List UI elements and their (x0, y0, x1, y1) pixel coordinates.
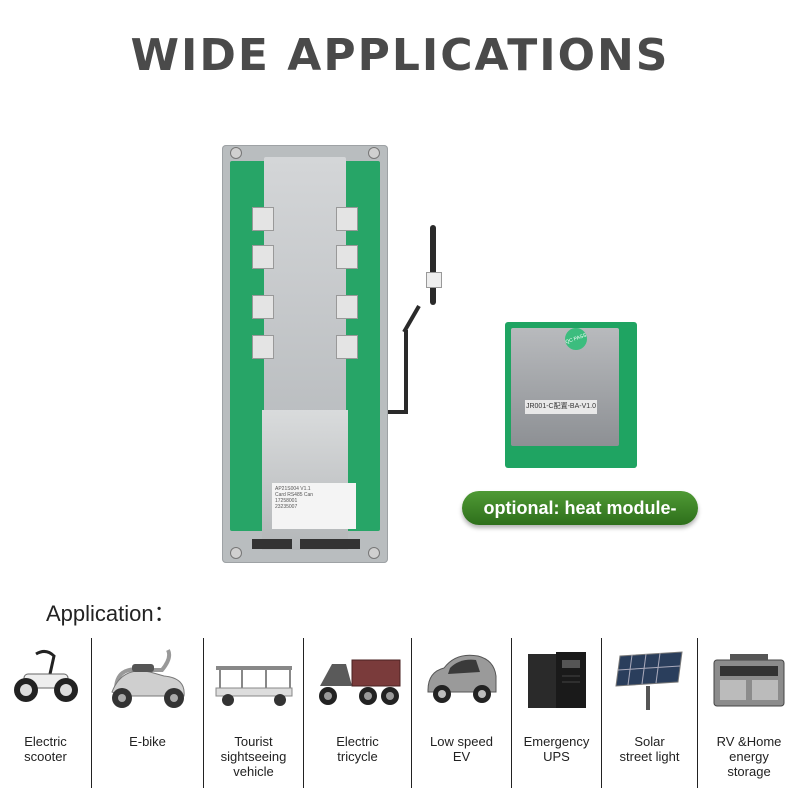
application-item: Solar street light (602, 638, 698, 788)
mosfet-pad (336, 295, 358, 319)
board-label-line: 23235007 (275, 504, 298, 510)
page-title: WIDE APPLICATIONS (130, 30, 670, 81)
optional-heat-module-label: optional: heat module- (462, 491, 698, 525)
mosfet-pad (252, 335, 274, 359)
sightseeing-vehicle-icon (215, 666, 292, 706)
application-label: Low speed EV (430, 734, 493, 764)
application-item: Electric tricycle (304, 638, 412, 788)
application-label: RV &Home energy storage (716, 734, 782, 779)
connector (252, 539, 292, 549)
mosfet-pad (252, 295, 274, 319)
mosfet-pad (252, 245, 274, 269)
application-item: Electric scooter (0, 638, 92, 788)
application-item: E-bike (92, 638, 204, 788)
board-label-line: AP21S004 V1.1 (275, 486, 311, 492)
e-bike-icon (110, 649, 185, 708)
application-label: Tourist sightseeing vehicle (220, 734, 287, 779)
heat-module-plate (511, 328, 619, 446)
screw-icon (230, 147, 242, 159)
cable (430, 225, 436, 305)
electric-tricycle-icon (318, 659, 400, 705)
application-label: Solar street light (619, 734, 680, 764)
cable (388, 410, 406, 414)
application-heading: Application： (46, 601, 176, 626)
connector (300, 539, 360, 549)
screw-icon (230, 547, 242, 559)
application-item: Low speed EV (412, 638, 512, 788)
mosfet-pad (336, 207, 358, 231)
application-label: Electric scooter (24, 734, 67, 764)
applications-row: Electric scooter E-bike Tourist sightsee… (0, 638, 800, 788)
mosfet-pad (336, 335, 358, 359)
heatsink-lower (262, 410, 348, 550)
board-label-sticker: AP21S004 V1.1 Card RS485 Can 17258001 23… (272, 483, 356, 529)
application-label: Emergency UPS (523, 734, 590, 764)
application-label: E-bike (129, 734, 166, 749)
energy-storage-icon (713, 654, 785, 707)
bms-board-image: AP21S004 V1.1 Card RS485 Can 17258001 23… (222, 145, 388, 563)
application-item: RV &Home energy storage (698, 638, 800, 788)
ups-icon (527, 652, 586, 708)
mosfet-pad (252, 207, 274, 231)
cable-tie (426, 272, 442, 288)
mosfet-pad (336, 245, 358, 269)
screw-icon (368, 547, 380, 559)
solar-panel-icon (614, 651, 683, 710)
application-item: Emergency UPS (512, 638, 602, 788)
low-speed-ev-icon (427, 654, 496, 703)
heat-module-sticker: JR001-C配置-BA-V1.0 (525, 400, 597, 414)
cable (402, 305, 421, 333)
board-label-line: Card RS485 Can (275, 492, 314, 498)
application-label: Electric tricycle (336, 734, 379, 764)
heat-module-image: QC PASS JR001-C配置-BA-V1.0 (505, 322, 637, 468)
board-label-line: 17258001 (275, 498, 298, 504)
self-balancing-scooter-icon (13, 649, 78, 702)
cable (404, 330, 408, 414)
application-item: Tourist sightseeing vehicle (204, 638, 304, 788)
screw-icon (368, 147, 380, 159)
